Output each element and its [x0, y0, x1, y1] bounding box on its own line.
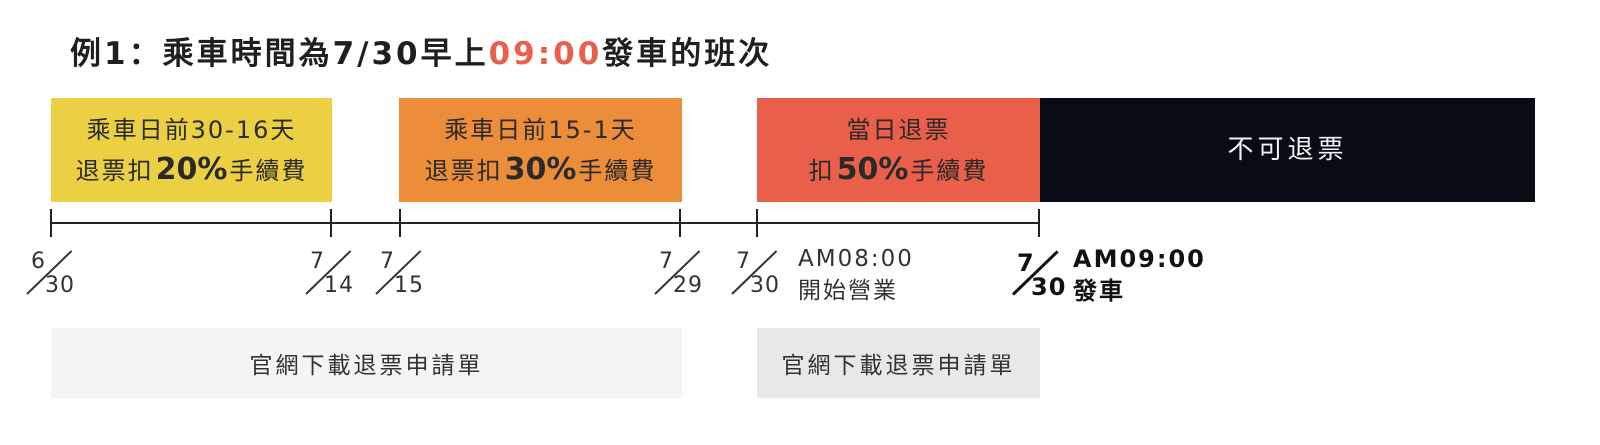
timeline-tick — [756, 209, 758, 237]
fee-rate-prefix: 扣 — [808, 156, 835, 185]
timeline-tick — [1038, 209, 1040, 237]
fee-block-rate: 退票扣30%手續費 — [425, 150, 657, 191]
timeline-tick — [679, 209, 681, 237]
date-day: 14 — [324, 273, 354, 298]
page-title: 例1：乘車時間為7/30早上09:00發車的班次 — [70, 28, 772, 73]
opening-time-note: AM08:00 開始營業 — [798, 243, 914, 307]
date-month: 7 — [1017, 249, 1035, 277]
fee-rate-percent: 20% — [155, 151, 228, 187]
title-suffix: 發車的班次 — [602, 36, 773, 72]
download-refund-form-box-2: 官網下載退票申請單 — [757, 328, 1040, 398]
fee-rate-suffix: 手續費 — [229, 156, 308, 185]
fee-block-period: 乘車日前30-16天 — [86, 115, 297, 144]
timeline-tick — [330, 209, 332, 237]
title-prefix: 例1：乘車時間為7/30早上 — [70, 36, 489, 72]
date-label-7-30-open: 7 30 — [730, 249, 786, 301]
date-month: 7 — [659, 249, 674, 274]
fee-block-rate: 扣50%手續費 — [809, 150, 989, 191]
fee-rate-suffix: 手續費 — [578, 156, 657, 185]
fee-rate-prefix: 退票扣 — [75, 156, 154, 185]
date-label-7-29: 7 29 — [653, 249, 709, 301]
timeline-segment-2 — [332, 222, 682, 224]
departure-label: 發車 — [1073, 277, 1125, 305]
date-month: 7 — [310, 249, 325, 274]
fee-rate-suffix: 手續費 — [910, 156, 989, 185]
timeline-tick — [50, 209, 52, 237]
date-month: 6 — [31, 249, 46, 274]
fee-block-period: 當日退票 — [846, 115, 951, 144]
timeline-segment-1 — [51, 222, 332, 224]
download-refund-form-label: 官網下載退票申請單 — [781, 353, 1016, 379]
timeline-tick — [399, 209, 401, 237]
fee-block-15-1-days: 乘車日前15-1天 退票扣30%手續費 — [399, 98, 682, 202]
date-label-7-15: 7 15 — [374, 249, 430, 301]
date-day: 30 — [750, 273, 780, 298]
date-label-7-30-depart: 7 30 — [1011, 249, 1067, 301]
fee-block-same-day: 當日退票 扣50%手續費 — [757, 98, 1040, 202]
date-month: 7 — [736, 249, 751, 274]
download-refund-form-label: 官網下載退票申請單 — [249, 353, 484, 379]
title-highlight-time: 09:00 — [488, 36, 603, 72]
opening-time: AM08:00 — [798, 246, 914, 272]
date-label-7-14: 7 14 — [304, 249, 360, 301]
timeline-segment-3 — [682, 222, 1040, 224]
download-refund-form-box-1: 官網下載退票申請單 — [51, 328, 682, 398]
departure-time: AM09:00 — [1073, 245, 1206, 273]
opening-label: 開始營業 — [798, 278, 898, 304]
date-day: 29 — [673, 273, 703, 298]
no-refund-block: 不可退票 — [1040, 98, 1535, 202]
fee-rate-prefix: 退票扣 — [424, 156, 503, 185]
fee-block-period: 乘車日前15-1天 — [444, 115, 637, 144]
date-day: 15 — [394, 273, 424, 298]
departure-time-note: AM09:00 發車 — [1073, 243, 1206, 307]
fee-rate-percent: 50% — [836, 151, 909, 187]
fee-block-rate: 退票扣20%手續費 — [76, 150, 308, 191]
date-day: 30 — [1031, 273, 1067, 301]
date-label-6-30: 6 30 — [25, 249, 81, 301]
date-day: 30 — [45, 273, 75, 298]
fee-block-30-16-days: 乘車日前30-16天 退票扣20%手續費 — [51, 98, 332, 202]
no-refund-label: 不可退票 — [1227, 135, 1348, 165]
date-month: 7 — [380, 249, 395, 274]
fee-rate-percent: 30% — [504, 151, 577, 187]
